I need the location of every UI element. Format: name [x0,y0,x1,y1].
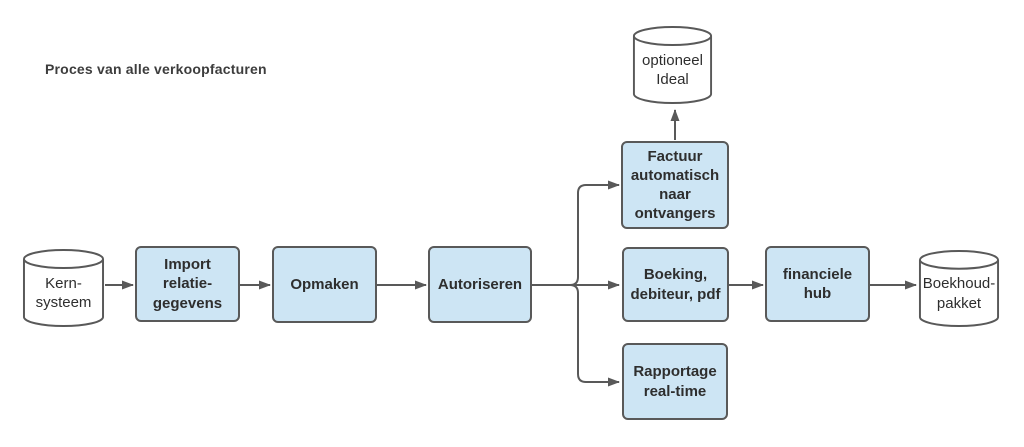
diagram-title: Proces van alle verkoopfacturen [45,61,267,77]
node-label: financiele hub [782,265,853,302]
node-label: Factuur automatisch naar ontvangers [630,147,720,223]
database-cylinder-icon [632,26,713,104]
node-label: Rapportage real-time [633,363,717,400]
node-label: Boekhoud- pakket [922,275,996,312]
node-label: Kern- systeem [35,274,92,311]
node-label: Import relatie- gegevens [152,256,223,312]
node-autoriseren: Autoriseren [428,246,532,323]
node-label: Boeking, debiteur, pdf [630,266,721,303]
database-cylinder-icon [22,249,105,327]
node-label: optioneel Ideal [642,51,703,88]
node-boekhoud-pakket: Boekhoud- pakket [918,249,1000,328]
node-rapportage-realtime: Rapportage real-time [622,343,728,420]
node-factuur-automatisch: Factuur automatisch naar ontvangers [621,141,729,229]
node-optioneel-ideal: optioneel Ideal [632,25,713,105]
database-cylinder-icon [918,249,1000,328]
node-label: Opmaken [290,275,359,293]
node-opmaken: Opmaken [272,246,377,323]
edge-autoriseren-to-rapportage [532,284,620,387]
node-label: Autoriseren [437,275,523,293]
edge-autoriseren-to-factuur [532,180,620,286]
node-import-relatiegegevens: Import relatie- gegevens [135,246,240,322]
node-kern-systeem: Kern- systeem [22,248,105,328]
node-boeking-debiteur-pdf: Boeking, debiteur, pdf [622,247,729,322]
node-financiele-hub: financiele hub [765,246,870,322]
